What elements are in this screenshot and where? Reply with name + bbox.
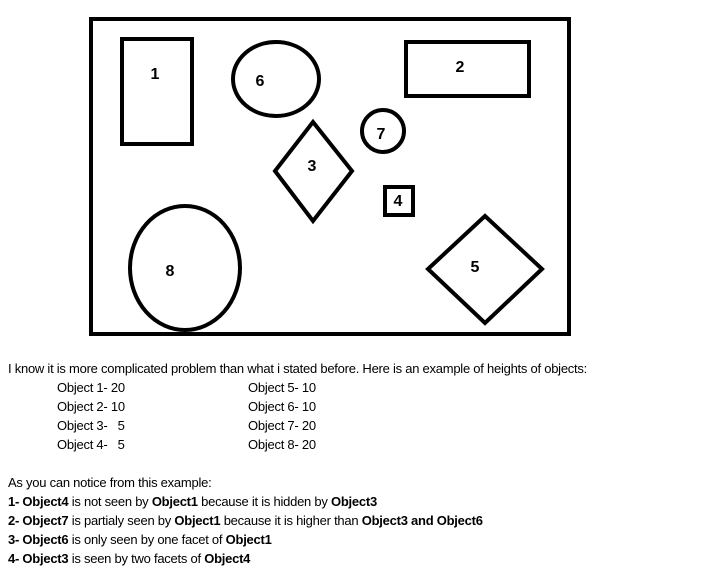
object-1 xyxy=(120,37,194,146)
object-6 xyxy=(231,40,321,118)
intro-text: I know it is more complicated problem th… xyxy=(8,361,588,376)
object-4-label: 4 xyxy=(394,193,403,210)
bold-text: 3- Object6 xyxy=(8,532,69,547)
bold-text: 2- Object7 xyxy=(8,513,69,528)
bold-text: 4- Object3 xyxy=(8,551,69,566)
height-item: Object 1- 20 xyxy=(57,380,125,395)
text: is partialy seen by xyxy=(68,513,175,528)
bold-text: Object1 xyxy=(225,532,272,547)
object-3 xyxy=(272,118,355,225)
object-6-label: 6 xyxy=(256,73,265,90)
boundary-frame xyxy=(89,17,571,336)
observations-list: 1- Object4 is not seen by Object1 becaus… xyxy=(8,492,483,568)
height-item: Object 7- 20 xyxy=(248,418,316,433)
object-5-label: 5 xyxy=(471,259,480,276)
observation-item: 3- Object6 is only seen by one facet of … xyxy=(8,530,483,549)
bold-text: Object3 xyxy=(330,494,377,509)
bold-text: Object1 xyxy=(151,494,198,509)
bold-text: 1- Object4 xyxy=(8,494,69,509)
object-7-label: 7 xyxy=(377,126,386,143)
text: is not seen by xyxy=(68,494,152,509)
height-item: Object 5- 10 xyxy=(248,380,316,395)
height-item: Object 6- 10 xyxy=(248,399,316,414)
height-item: Object 8- 20 xyxy=(248,437,316,452)
text: is seen by two facets of xyxy=(68,551,205,566)
bold-text: Object1 xyxy=(174,513,221,528)
height-item: Object 2- 10 xyxy=(57,399,125,414)
object-3-label: 3 xyxy=(308,158,317,175)
text: because it is higher than xyxy=(220,513,362,528)
text: because it is hidden by xyxy=(197,494,331,509)
object-8-label: 8 xyxy=(166,263,175,280)
object-8 xyxy=(128,204,242,332)
height-item: Object 4- 5 xyxy=(57,437,125,452)
object-5 xyxy=(425,213,545,326)
height-item: Object 3- 5 xyxy=(57,418,125,433)
object-7 xyxy=(360,108,406,154)
notice-text: As you can notice from this example: xyxy=(8,475,212,490)
object-1-label: 1 xyxy=(151,66,160,83)
observation-item: 2- Object7 is partialy seen by Object1 b… xyxy=(8,511,483,530)
text: is only seen by one facet of xyxy=(68,532,226,547)
heights-column-2: Object 5- 10 Object 6- 10 Object 7- 20 Obje… xyxy=(248,378,316,454)
object-2-label: 2 xyxy=(456,59,465,76)
observation-item: 4- Object3 is seen by two facets of Obje… xyxy=(8,549,483,568)
object-2 xyxy=(404,40,531,98)
objects-diagram: 1 2 3 4 5 6 7 8 xyxy=(89,17,571,336)
observation-item: 1- Object4 is not seen by Object1 becaus… xyxy=(8,492,483,511)
bold-text: Object3 and Object6 xyxy=(361,513,483,528)
object-4 xyxy=(383,185,415,217)
bold-text: Object4 xyxy=(204,551,251,566)
heights-column-1: Object 1- 20 Object 2- 10 Object 3- 5 Objec… xyxy=(57,378,125,454)
